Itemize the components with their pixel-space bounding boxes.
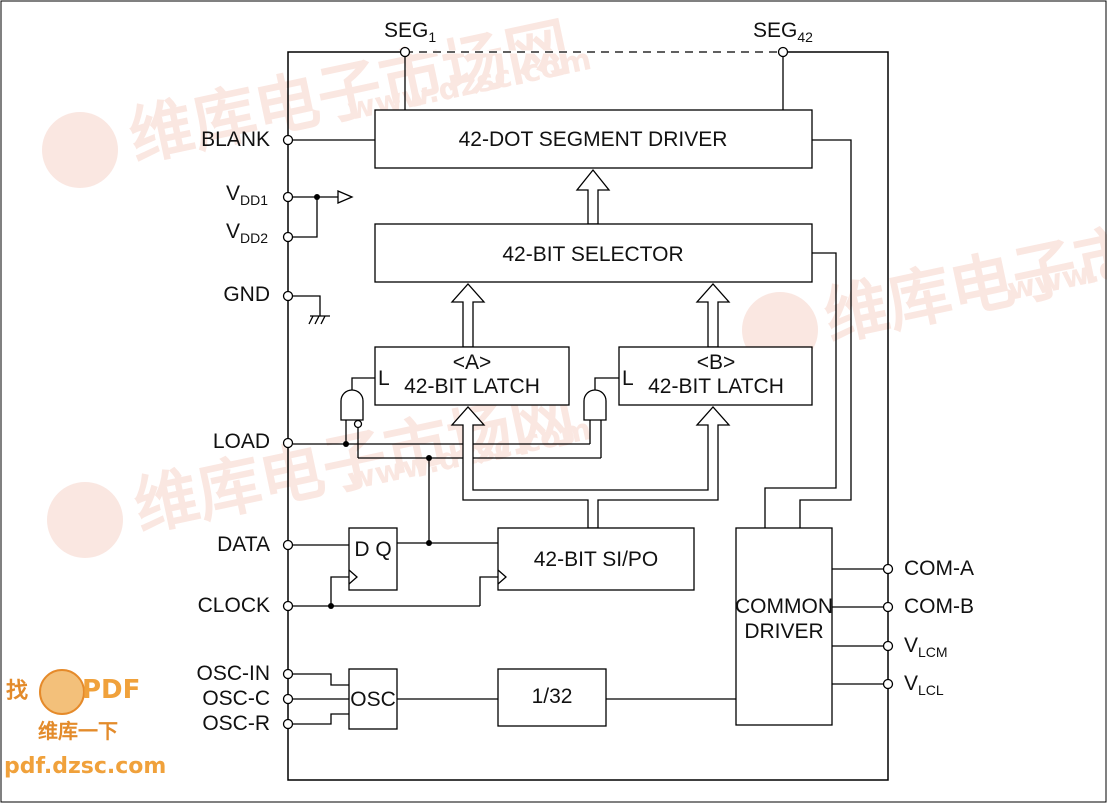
pin-com-a-label: COM-A	[904, 557, 974, 580]
pin-seg42	[777, 46, 789, 58]
and-gate-b-icon	[583, 389, 607, 421]
latch-a-enable-label: L	[378, 367, 390, 390]
pin-vdd1-label: VDD1	[226, 182, 268, 208]
pin-osc-in-label: OSC-IN	[197, 662, 271, 685]
watermark: 维库电子市场网 www.dzsc.com 维库电子市场网 www.dzsc.co…	[42, 10, 1107, 558]
pin-clock-label: CLOCK	[198, 594, 270, 617]
segment-driver-label: 42-DOT SEGMENT DRIVER	[459, 128, 728, 151]
pin-clock	[282, 600, 294, 612]
pin-osc-r	[282, 718, 294, 730]
pin-data	[282, 539, 294, 551]
selector-label: 42-BIT SELECTOR	[502, 243, 683, 266]
common-driver-label-1: COMMON	[735, 595, 833, 618]
arrow-latch-b-to-selector	[695, 283, 731, 348]
divider-block	[497, 668, 607, 727]
pin-vdd1	[282, 191, 294, 203]
latch-b-label: 42-BIT LATCH	[648, 375, 784, 398]
arrow-selector-to-driver	[575, 168, 611, 225]
watermark-logo-icon	[42, 112, 118, 188]
pdf-badge-url: pdf.dzsc.com	[4, 754, 166, 779]
bus-sipo-to-latches	[450, 406, 731, 529]
pin-blank-label: BLANK	[201, 128, 270, 151]
segment-driver-block	[374, 109, 813, 169]
pin-com-b-label: COM-B	[904, 595, 974, 618]
sipo-block	[497, 527, 695, 591]
selector-block	[374, 223, 813, 283]
arrow-latch-a-to-selector	[450, 283, 486, 348]
pin-osc-c	[282, 693, 294, 705]
pin-osc-c-label: OSC-C	[202, 687, 270, 710]
pin-vdd2-label: VDD2	[226, 220, 268, 246]
common-driver-block	[735, 527, 833, 726]
pin-vlcm	[882, 640, 894, 652]
pdf-badge-icon	[39, 669, 85, 715]
pdf-badge-slogan: 维库一下	[38, 719, 118, 743]
pin-vdd2	[282, 231, 294, 243]
pin-load-label: LOAD	[213, 430, 270, 453]
latch-b-tag: <B>	[697, 351, 736, 374]
latch-b-block	[618, 346, 813, 406]
pdf-badge[interactable]: 找 PDF 维库一下 pdf.dzsc.com	[4, 669, 166, 779]
latch-b-enable-label: L	[622, 367, 634, 390]
and-gate-a-icon	[340, 389, 364, 421]
pin-vlcl-label: VLCL	[904, 672, 944, 698]
divider-label: 1/32	[532, 685, 573, 708]
osc-label: OSC	[350, 688, 396, 711]
vdd-supply-icon	[337, 190, 354, 204]
pin-seg1	[399, 46, 411, 58]
pin-data-label: DATA	[217, 533, 270, 556]
pin-vlcl	[882, 678, 894, 690]
pin-osc-r-label: OSC-R	[202, 712, 270, 735]
pin-vlcm-label: VLCM	[904, 634, 948, 660]
pin-com-a	[882, 563, 894, 575]
pdf-badge-pdf: PDF	[82, 675, 140, 705]
latch-a-label: 42-BIT LATCH	[404, 375, 540, 398]
watermark-logo-icon-3	[47, 482, 123, 558]
pin-gnd-label: GND	[223, 283, 270, 306]
pin-seg1-label: SEG1	[384, 19, 436, 45]
pin-osc-in	[282, 668, 294, 680]
latch-a-block	[374, 346, 570, 406]
pdf-badge-find: 找	[6, 679, 28, 704]
pin-gnd	[282, 290, 294, 302]
dff-label: D Q	[354, 538, 391, 561]
sipo-label: 42-BIT SI/PO	[534, 548, 659, 571]
dff-block	[348, 527, 398, 591]
pin-seg42-label: SEG42	[753, 19, 813, 45]
ground-icon	[308, 315, 330, 325]
common-driver-label-2: DRIVER	[744, 620, 823, 643]
pin-blank	[282, 134, 294, 146]
pin-load	[282, 437, 294, 449]
pin-com-b	[882, 601, 894, 613]
latch-a-tag: <A>	[453, 351, 492, 374]
